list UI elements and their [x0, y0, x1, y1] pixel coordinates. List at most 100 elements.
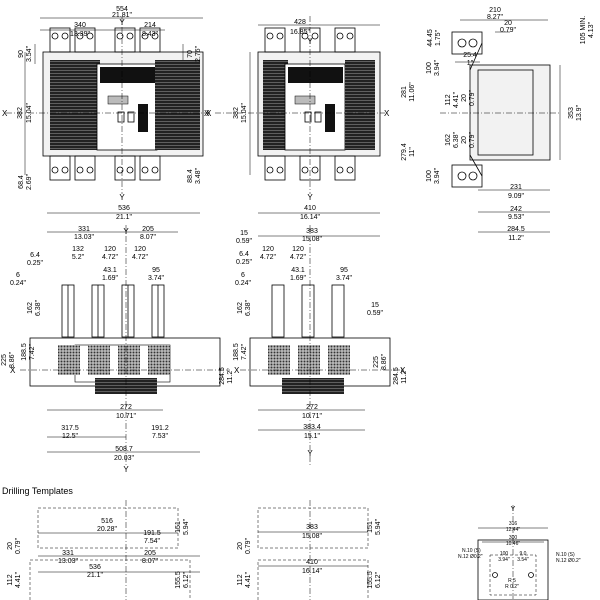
dim-410-in: 16.14": [300, 214, 321, 221]
dim-300-mm: 300: [509, 535, 518, 541]
dim-1555-mm: 155.5: [175, 571, 182, 589]
dim-151-in: 5.94": [183, 518, 190, 535]
dim-151-mm: 151: [367, 521, 374, 533]
dim-20-in: 0.79": [245, 537, 252, 554]
dim-254-mm: 25.4: [463, 52, 477, 59]
hole-callout-right: N.10 (S): [556, 552, 575, 558]
dim-300-in: 10.46": [506, 541, 521, 547]
dim-105-in: 4.13": [588, 21, 595, 38]
dim-410-mm: 410: [304, 205, 316, 212]
dim-5087-mm: 508.7: [115, 446, 133, 453]
dim-383-mm: 383: [306, 524, 318, 531]
dim-316-in: 12.44": [506, 527, 521, 533]
dim-2794-in: 11": [409, 147, 416, 157]
dim-20-in: 0.79": [469, 89, 476, 106]
dim-15-mm: 15: [371, 302, 379, 309]
axis-y-label: Y: [119, 193, 125, 202]
radius-callout-in: R 0.2": [505, 584, 519, 590]
dim-height-mm: 382: [233, 107, 240, 119]
dim-383-in: 15.08": [302, 533, 323, 540]
dim-6-in: 0.24": [10, 280, 27, 287]
axis-y-label: Y: [123, 227, 129, 236]
hole-callout-left: N.10 (S): [462, 548, 481, 554]
dim-20-mm: 20: [461, 136, 468, 144]
drill-template-a: [29, 500, 200, 600]
dim-231-in: 9.09": [508, 193, 525, 200]
dim-281-mm: 281: [401, 86, 408, 98]
dim-5087-in: 20.03": [114, 455, 135, 462]
dim-132-in: 5.2": [72, 254, 85, 261]
dim-overall-mm: 554: [116, 6, 128, 13]
dim-bot-right-in: 3.48": [195, 167, 202, 184]
dim-254-in: 1": [467, 60, 474, 67]
dim-112-in: 4.41": [15, 571, 22, 588]
dim-516-mm: 516: [101, 518, 113, 525]
dim-205-mm: 205: [142, 226, 154, 233]
dim-3834-in: 15.1": [304, 433, 321, 440]
axis-y-label: Y: [119, 18, 125, 27]
dim-9x-mm: 9.0: [520, 551, 527, 557]
dim-2845-mm: 284.5: [507, 226, 525, 233]
dim-431-mm: 43.1: [103, 267, 117, 274]
dim-height-in: 15.04": [26, 102, 33, 123]
dim-2794-mm: 279.4: [401, 143, 408, 161]
dim-20-in: 0.79": [469, 131, 476, 148]
dim-right-mm: 214: [144, 22, 156, 29]
dim-431-in: 1.69": [290, 275, 307, 282]
dim-overall-in: 21.81": [112, 12, 133, 19]
trip-unit-display: [107, 95, 129, 105]
dim-15-in: 0.59": [236, 238, 253, 245]
axis-x-label: X: [234, 366, 240, 375]
dim-overall-mm: 428: [294, 19, 306, 26]
dim-top-left-in: 3.54": [26, 45, 33, 62]
dim-205-in: 8.07": [140, 234, 157, 241]
front-view-3pole: [215, 16, 385, 194]
dim-100-mm: 100: [500, 551, 509, 557]
dim-64-in: 0.25": [236, 259, 253, 266]
dim-6-mm: 6: [241, 272, 245, 279]
dim-225-mm: 225: [1, 354, 8, 366]
dim-225-in: 8.86": [381, 353, 388, 370]
dim-1555-mm: 155.5: [367, 571, 374, 589]
dim-64-mm: 6.4: [239, 251, 249, 258]
dim-20-mm: 20: [237, 542, 244, 550]
dim-95-in: 3.74": [336, 275, 353, 282]
dim-120-mm: 120: [262, 246, 274, 253]
dim-top-right-in: 2.76": [195, 45, 202, 62]
dim-331-mm: 331: [78, 226, 90, 233]
dim-353-mm: 353: [568, 107, 575, 119]
axis-x-label: X: [2, 109, 8, 118]
dim-1912-mm: 191.2: [151, 425, 169, 432]
dim-281-in: 11.06": [409, 82, 416, 102]
dim-210-mm: 210: [489, 7, 501, 14]
dim-left-mm: 340: [74, 22, 86, 29]
dim-353-in: 13.9": [576, 104, 583, 121]
dim-6-mm: 6: [16, 272, 20, 279]
dim-1555-in: 6.12": [375, 571, 382, 588]
radius-callout: R 5: [508, 578, 516, 584]
dim-1885-in: 7.42": [241, 343, 248, 360]
dim-410-mm: 410: [306, 559, 318, 566]
dim-right-in: 8.43": [142, 31, 159, 38]
heatsink-right: [155, 60, 200, 150]
top-terminals: [49, 27, 161, 53]
dim-536-mm: 536: [118, 205, 130, 212]
dim-2845-in: 11.2": [401, 368, 408, 384]
dim-120-mm: 120: [134, 246, 146, 253]
bottom-terminals: [49, 155, 161, 181]
heatsink-left: [50, 60, 100, 150]
dim-bot-left-mm: 68.4: [18, 175, 25, 189]
dim-1885-mm: 188.5: [21, 343, 28, 361]
dim-105-mm: 105 MIN.: [580, 16, 587, 44]
dim-225-in: 8.86": [9, 351, 16, 368]
dim-242-in: 9.53": [508, 214, 525, 221]
dim-1555-in: 6.12": [183, 571, 190, 588]
top-view-4pole: [20, 212, 230, 465]
dim-120-in: 4.72": [132, 254, 149, 261]
dim-242-mm: 242: [510, 206, 522, 213]
drilling-templates-title: Drilling Templates: [2, 486, 73, 496]
dim-225-mm: 225: [373, 356, 380, 368]
dim-112-mm: 112: [237, 574, 244, 585]
dim-536-mm: 536: [89, 564, 101, 571]
